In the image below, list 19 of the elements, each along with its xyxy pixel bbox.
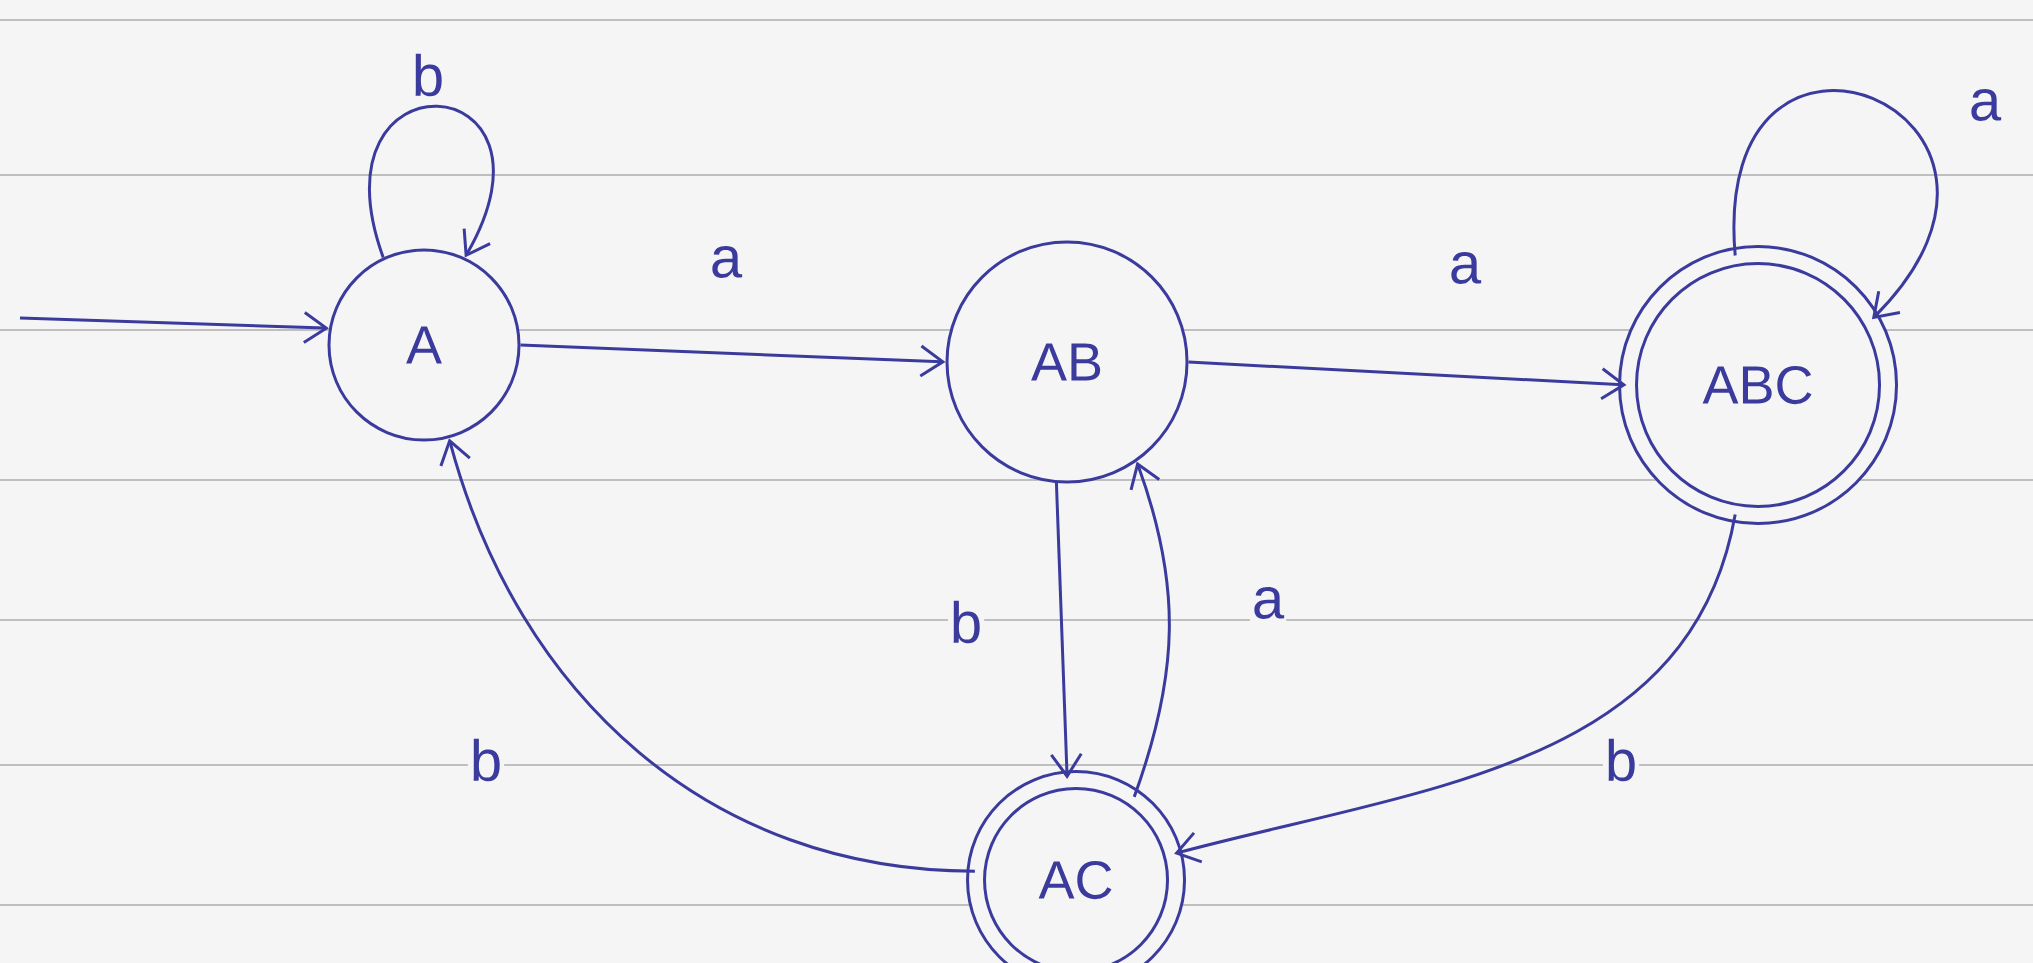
self-loop-arrow <box>369 105 495 258</box>
arrow <box>1050 483 1083 779</box>
edge-label: a <box>1966 87 2004 123</box>
arrow <box>439 438 975 873</box>
edge-label: a <box>707 244 745 280</box>
arrow <box>520 343 946 378</box>
edge-label: a <box>1446 250 1484 286</box>
edge-label: b <box>467 736 505 784</box>
arrow <box>1129 461 1171 798</box>
edge-label: b <box>1602 736 1640 784</box>
start-arrow <box>19 311 329 344</box>
arrow <box>1188 360 1627 400</box>
node-label: ABC <box>1702 365 1812 405</box>
edge-label: a <box>1249 585 1287 621</box>
self-loop-arrow <box>1733 89 1938 320</box>
edge-label: b <box>409 51 447 99</box>
node-label: AC <box>1038 860 1112 900</box>
arrow <box>1174 514 1737 864</box>
edge-label: b <box>947 598 985 646</box>
